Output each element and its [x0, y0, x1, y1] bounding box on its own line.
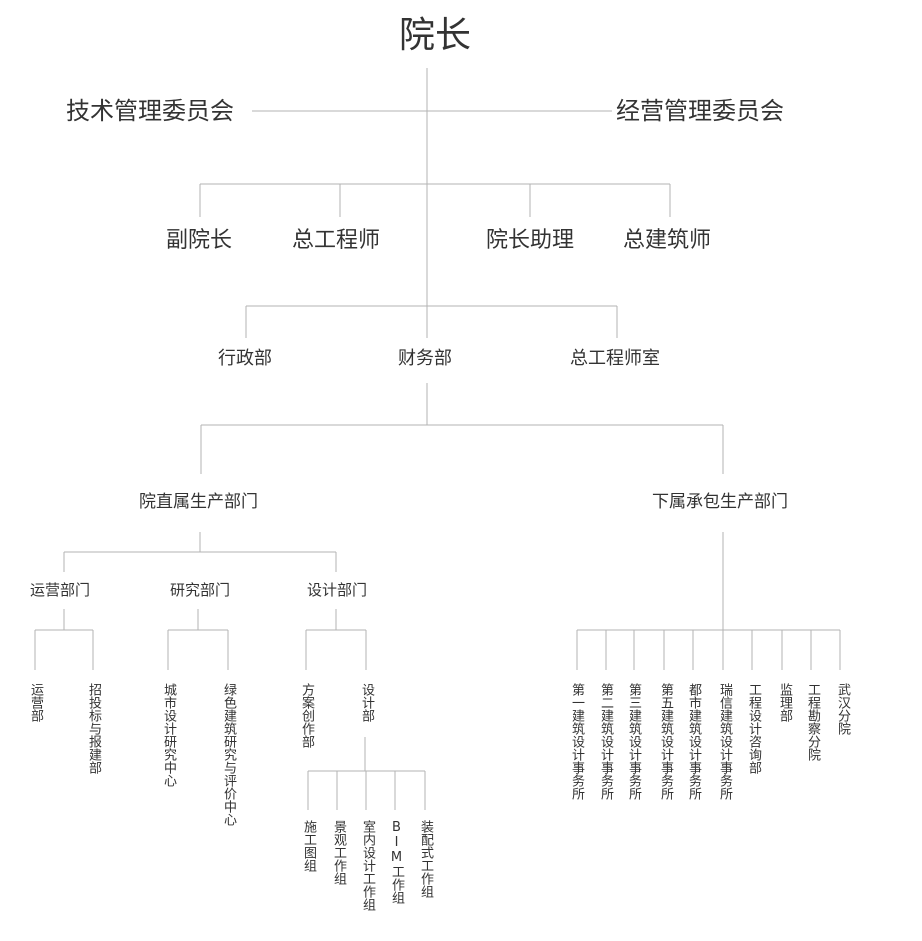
- group-interior: 室内设计工作组: [360, 820, 375, 911]
- sub-unit-5: 第五建筑设计事务所: [658, 683, 673, 800]
- leader-chief-engineer: 总工程师: [292, 228, 381, 253]
- office-finance: 财务部: [398, 348, 452, 369]
- sub-unit-ruixin: 瑞信建筑设计事务所: [717, 683, 732, 800]
- unit-bidding-office: 招投标与报建部: [86, 683, 101, 774]
- division-sub: 下属承包生产部门: [652, 492, 788, 512]
- sub-unit-supervision: 监理部: [777, 683, 792, 722]
- committee-technical: 技术管理委员会: [66, 97, 234, 125]
- dept-design: 设计部门: [307, 581, 368, 599]
- group-construction-drawing: 施工图组: [301, 820, 316, 872]
- group-landscape: 景观工作组: [331, 820, 346, 885]
- sub-unit-3: 第三建筑设计事务所: [626, 683, 641, 800]
- unit-green-building-center: 绿色建筑研究与评价中心: [221, 683, 236, 826]
- office-chief-engineer: 总工程师室: [570, 348, 660, 369]
- leader-vice-president: 副院长: [166, 228, 233, 253]
- sub-unit-2: 第二建筑设计事务所: [598, 683, 613, 800]
- office-administration: 行政部: [218, 348, 272, 369]
- sub-unit-survey: 工程勘察分院: [805, 683, 820, 761]
- sub-unit-1: 第一建筑设计事务所: [569, 683, 584, 800]
- group-prefab: 装配式工作组: [418, 820, 433, 898]
- dept-operations: 运营部门: [30, 581, 91, 599]
- unit-scheme-creation: 方案创作部: [299, 683, 314, 748]
- unit-urban-design-center: 城市设计研究中心: [161, 683, 176, 787]
- unit-design-office: 设计部: [359, 683, 374, 722]
- committee-business: 经营管理委员会: [616, 97, 784, 125]
- root-node: 院长: [399, 15, 472, 56]
- group-bim: BIM工作组: [389, 820, 404, 904]
- sub-unit-urban: 都市建筑设计事务所: [686, 683, 701, 800]
- unit-operations-office: 运营部: [28, 683, 43, 722]
- division-direct: 院直属生产部门: [139, 492, 258, 512]
- sub-unit-consulting: 工程设计咨询部: [746, 683, 761, 774]
- sub-unit-wuhan: 武汉分院: [835, 683, 850, 735]
- dept-research: 研究部门: [170, 581, 231, 599]
- leader-chief-architect: 总建筑师: [623, 228, 712, 253]
- leader-president-assistant: 院长助理: [486, 228, 575, 253]
